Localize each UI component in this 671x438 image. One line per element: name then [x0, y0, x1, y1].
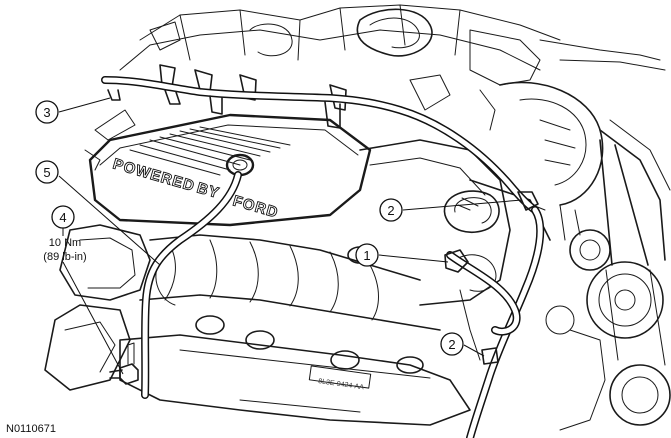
callout-1: 1 — [355, 243, 449, 267]
block-part-code: 8L3E-9424-AA — [318, 378, 365, 391]
callout-1-label: 1 — [363, 248, 370, 263]
callout-3-label: 3 — [43, 105, 50, 120]
callout-5-label: 5 — [43, 165, 50, 180]
fuel-return-tube — [444, 191, 545, 438]
callout-5: 5 — [35, 160, 161, 266]
callout-4-label: 4 — [59, 210, 66, 225]
callout-2-lower: 2 — [440, 332, 485, 357]
valve-cover-text-right: FORD — [231, 193, 280, 222]
valve-cover-text-left: POWERED — [111, 156, 197, 196]
fuel-supply-tube — [101, 76, 539, 214]
figure-reference-id: N0110671 — [6, 423, 56, 435]
oil-level-dipstick-tube — [141, 153, 255, 399]
callout-2-upper-label: 2 — [387, 203, 394, 218]
engine-background-linework — [44, 4, 671, 431]
torque-spec-imperial: (89 lb-in) — [43, 251, 86, 263]
callout-2-lower-label: 2 — [448, 337, 455, 352]
torque-spec-metric: 10 Nm — [49, 237, 81, 249]
callout-4: 4 10 Nm (89 lb-in) — [43, 205, 124, 375]
callout-3: 3 — [35, 97, 111, 124]
dipstick-tube-bolt — [109, 342, 139, 385]
callout-2-upper: 2 — [379, 198, 523, 222]
valve-cover-text-middle: BY — [195, 180, 222, 203]
